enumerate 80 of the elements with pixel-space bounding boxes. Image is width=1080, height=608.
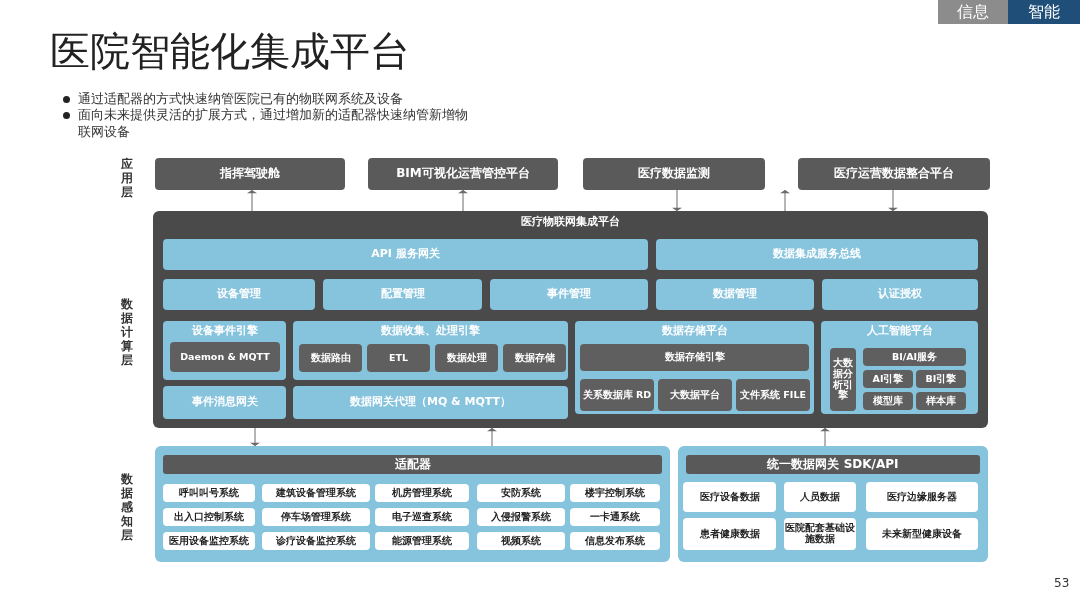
arrow bbox=[780, 189, 790, 212]
application-box: 医疗运营数据整合平台 bbox=[798, 158, 990, 190]
panel-header: 适配器 bbox=[163, 455, 662, 474]
service-box: 认证授权 bbox=[822, 279, 978, 310]
system-box: 楼宇控制系统 bbox=[570, 484, 660, 502]
system-box: 医院配套基础设施数据 bbox=[784, 518, 856, 550]
component-box: 数据存储 bbox=[503, 344, 566, 372]
service-box: 设备管理 bbox=[163, 279, 315, 310]
module-panel bbox=[163, 321, 286, 380]
service-box: 数据网关代理（MQ & MQTT） bbox=[293, 386, 568, 419]
panel-title: 医疗物联网集成平台 bbox=[520, 216, 621, 229]
system-box: 患者健康数据 bbox=[683, 518, 776, 550]
service-box: API 服务网关 bbox=[163, 239, 648, 270]
system-box: 出入口控制系统 bbox=[163, 508, 255, 526]
system-box: 安防系统 bbox=[477, 484, 565, 502]
system-box: 呼叫叫号系统 bbox=[163, 484, 255, 502]
module-panel bbox=[293, 321, 568, 380]
system-box: 医疗边缘服务器 bbox=[866, 482, 978, 512]
component-box: 关系数据库 RD bbox=[580, 379, 654, 411]
arrow bbox=[888, 189, 898, 212]
application-box: 医疗数据监测 bbox=[583, 158, 765, 190]
tab: 智能 bbox=[1008, 0, 1080, 24]
tab: 信息 bbox=[938, 0, 1008, 24]
system-box: 入侵报警系统 bbox=[477, 508, 565, 526]
system-box: 人员数据 bbox=[784, 482, 856, 512]
component-box: 大数据平台 bbox=[658, 379, 732, 411]
system-box: 医疗设备数据 bbox=[683, 482, 776, 512]
component-box: 模型库 bbox=[863, 392, 913, 410]
system-box: 医用设备监控系统 bbox=[163, 532, 255, 550]
system-box: 诊疗设备监控系统 bbox=[262, 532, 370, 550]
module-panel bbox=[575, 321, 814, 414]
service-box: 事件管理 bbox=[490, 279, 648, 310]
platform-panel bbox=[153, 211, 988, 428]
layer-panel bbox=[155, 446, 670, 562]
system-box: 电子巡查系统 bbox=[375, 508, 469, 526]
component-box: ETL bbox=[367, 344, 430, 372]
system-box: 建筑设备管理系统 bbox=[262, 484, 370, 502]
system-box: 信息发布系统 bbox=[570, 532, 660, 550]
application-box: BIM可视化运营管控平台 bbox=[368, 158, 558, 190]
system-box: 视频系统 bbox=[477, 532, 565, 550]
system-box: 能源管理系统 bbox=[375, 532, 469, 550]
system-box: 停车场管理系统 bbox=[262, 508, 370, 526]
module-panel bbox=[821, 321, 978, 414]
component-box: Daemon & MQTT bbox=[170, 342, 280, 372]
arrow bbox=[820, 427, 830, 447]
page-title: 医院智能化集成平台 bbox=[50, 27, 410, 76]
panel-title: 数据收集、处理引擎 bbox=[380, 325, 481, 338]
component-box: 数据存储引擎 bbox=[580, 344, 809, 371]
service-box: 数据集成服务总线 bbox=[656, 239, 978, 270]
component-box: BI/AI服务 bbox=[863, 348, 966, 366]
panel-header: 统一数据网关 SDK/API bbox=[686, 455, 980, 474]
arrow bbox=[458, 189, 468, 212]
system-box: 机房管理系统 bbox=[375, 484, 469, 502]
layer-label: 数据感知层 bbox=[120, 472, 133, 542]
panel-title: 数据存储平台 bbox=[660, 325, 729, 338]
component-box: 大数据分析引擎 bbox=[830, 348, 856, 411]
component-box: 数据路由 bbox=[299, 344, 362, 372]
service-box: 事件消息网关 bbox=[163, 386, 286, 419]
service-box: 配置管理 bbox=[323, 279, 482, 310]
application-box: 指挥驾驶舱 bbox=[155, 158, 345, 190]
component-box: BI引擎 bbox=[916, 370, 966, 388]
component-box: 文件系统 FILE bbox=[736, 379, 810, 411]
layer-panel bbox=[678, 446, 988, 562]
system-box: 未来新型健康设备 bbox=[866, 518, 978, 550]
component-box: 数据处理 bbox=[435, 344, 498, 372]
layer-label: 数据计算层 bbox=[120, 297, 133, 367]
bullet-text: 通过适配器的方式快速纳管医院已有的物联网系统及设备 bbox=[78, 91, 403, 106]
bullet-text: 面向未来提供灵活的扩展方式，通过增加新的适配器快速纳管新增物联网设备 bbox=[78, 107, 468, 139]
panel-title: 设备事件引擎 bbox=[190, 325, 259, 338]
layer-label: 应用层 bbox=[120, 157, 133, 199]
panel-title: 人工智能平台 bbox=[865, 325, 934, 338]
arrow bbox=[247, 189, 257, 212]
arrow bbox=[487, 427, 497, 447]
arrow bbox=[672, 189, 682, 212]
component-box: AI引擎 bbox=[863, 370, 913, 388]
system-box: 一卡通系统 bbox=[570, 508, 660, 526]
arrow bbox=[250, 427, 260, 447]
service-box: 数据管理 bbox=[656, 279, 814, 310]
page-number: 53 bbox=[1054, 576, 1070, 590]
component-box: 样本库 bbox=[916, 392, 966, 410]
